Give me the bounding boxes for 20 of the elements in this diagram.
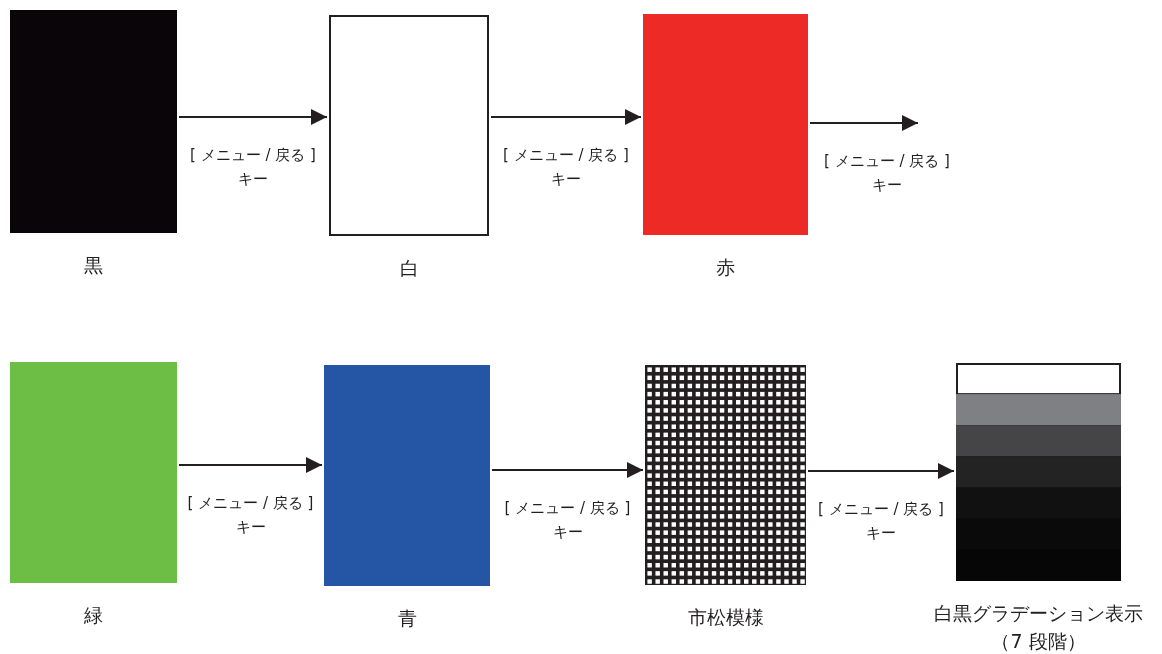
- node-label: 赤: [715, 255, 736, 280]
- display-screen: [643, 14, 808, 235]
- display-screen: [324, 365, 490, 586]
- display-screen: [10, 10, 177, 233]
- node-label: 白黒グラデーション表示: [933, 601, 1144, 626]
- node-label: （7 段階）: [990, 629, 1087, 654]
- arrow: [808, 463, 954, 479]
- display-screen: [329, 15, 489, 236]
- display-screen: [10, 362, 177, 583]
- arrow: [492, 462, 643, 478]
- node-label: 市松模様: [686, 605, 765, 630]
- arrow: [810, 115, 918, 131]
- arrow: [491, 109, 641, 125]
- node-label: 白: [398, 256, 420, 281]
- arrow: [179, 109, 327, 125]
- node-label: 黒: [83, 253, 104, 278]
- display-screen: [645, 365, 806, 585]
- node-label: 緑: [83, 603, 104, 628]
- node-label: 青: [396, 606, 418, 631]
- arrow: [179, 457, 322, 473]
